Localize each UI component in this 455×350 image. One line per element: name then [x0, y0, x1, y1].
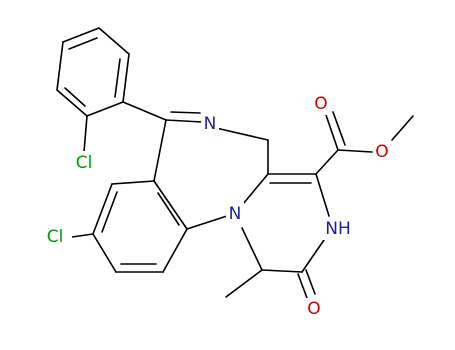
label-o-ester: O	[373, 141, 391, 163]
bond-phenyl-c7	[122, 101, 167, 121]
ester-group	[315, 111, 414, 175]
label-o-amide: O	[305, 298, 323, 320]
label-cl-left: Cl	[38, 226, 72, 248]
atom-nh: NH	[325, 219, 351, 239]
atom-n-imine: N	[204, 114, 217, 134]
atom-cl-left: Cl	[47, 227, 64, 247]
bond-amide-co	[297, 273, 308, 299]
chlorobenzene-ring	[92, 180, 188, 273]
label-nh: NH	[320, 218, 356, 240]
chlorophenyl-ring	[56, 27, 130, 117]
label-n-imine: N	[201, 113, 219, 135]
diazepine-ring	[153, 111, 269, 230]
label-n-ring: N	[226, 202, 244, 224]
bond-methyl	[225, 269, 263, 298]
bond-benzene-cl	[71, 233, 94, 238]
label-o-carbonyl-ester: O	[312, 93, 330, 115]
atom-n-ring: N	[229, 204, 242, 224]
atom-o-ester: O	[375, 142, 388, 162]
atom-o-carbonyl-ester: O	[314, 94, 327, 114]
label-cl-top: Cl	[68, 151, 100, 173]
pyrazinone-ring	[241, 173, 330, 273]
bond-phenyl-cl	[83, 115, 88, 153]
atom-o-amide: O	[307, 299, 320, 319]
atom-cl-top: Cl	[76, 153, 93, 173]
